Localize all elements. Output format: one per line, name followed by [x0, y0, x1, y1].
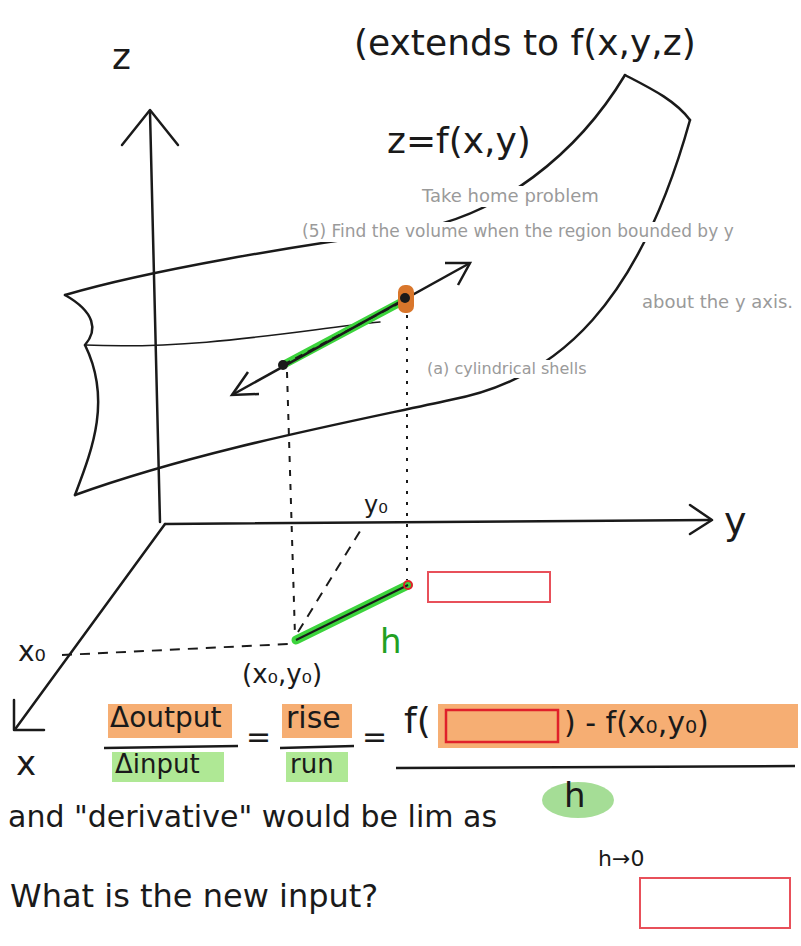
- blank-box: [446, 710, 558, 742]
- line-arrowhead: [232, 372, 259, 395]
- function-label: z=f(x,y): [385, 120, 533, 161]
- axis-arrowhead: [14, 700, 44, 730]
- point: [278, 360, 288, 370]
- formula-text: ) - f(x₀,y₀): [562, 706, 711, 741]
- y-axis: [165, 520, 710, 524]
- highlight-point: [398, 285, 414, 313]
- note-text: h→0: [596, 846, 646, 871]
- ghost-text: Take home problem: [420, 186, 601, 207]
- denominator: h: [562, 776, 588, 815]
- question-text: What is the new input?: [8, 878, 380, 915]
- formula-text: rise: [284, 701, 343, 736]
- formula-text: f(: [402, 700, 433, 741]
- blank-box: [428, 572, 550, 602]
- ghost-text: (a) cylindrical shells: [425, 360, 589, 378]
- coordinate-label: x₀: [16, 636, 48, 668]
- point: [400, 293, 410, 303]
- surface-edge: [625, 75, 690, 120]
- axis-arrowhead: [122, 110, 178, 145]
- drop-line: [406, 315, 408, 580]
- fraction-bar: [104, 746, 238, 748]
- z-axis: [150, 112, 160, 522]
- point-label: (x₀,y₀): [240, 660, 324, 690]
- ghost-text: (5) Find the volume when the region boun…: [300, 222, 736, 242]
- axis-label: y: [722, 500, 749, 544]
- surface-edge: [75, 345, 98, 495]
- equals-sign: =: [244, 720, 273, 755]
- formula-text: Δoutput: [108, 702, 224, 734]
- guide-line: [62, 644, 288, 655]
- drop-line: [287, 372, 295, 636]
- note-text: and "derivative" would be lim as: [6, 800, 499, 835]
- fraction-bar: [280, 746, 354, 748]
- answer-box: [640, 878, 790, 928]
- surface-edge: [65, 75, 625, 295]
- axis-label: x: [14, 744, 38, 783]
- formula-text: Δinput: [113, 750, 202, 780]
- equals-sign: =: [360, 720, 389, 755]
- note-text: (extends to f(x,y,z): [352, 22, 698, 63]
- line-arrowhead: [445, 263, 470, 285]
- formula-text: run: [288, 750, 336, 780]
- numerator-highlight: [438, 704, 798, 748]
- step-label: h: [378, 622, 404, 661]
- axis-label: z: [110, 36, 133, 77]
- axis-arrowhead: [690, 505, 712, 534]
- end-point: [404, 581, 412, 589]
- fraction-bar: [396, 766, 795, 768]
- surface-edge: [75, 120, 690, 495]
- ghost-text: about the y axis.: [640, 292, 795, 313]
- x-axis: [16, 524, 165, 728]
- coordinate-label: y₀: [362, 492, 390, 520]
- surface-edge: [65, 295, 92, 345]
